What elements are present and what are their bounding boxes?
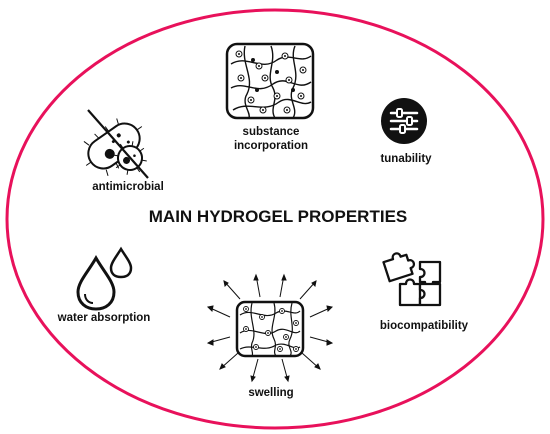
substance-incorporation-label-line2: incorporation [234, 140, 308, 152]
bacteria-crossed-icon [83, 109, 149, 179]
outer-ellipse [5, 8, 545, 430]
polymer-network-icon [225, 42, 315, 120]
puzzle-icon [382, 252, 442, 307]
antimicrobial-label: antimicrobial [92, 181, 164, 193]
water-drops-icon [76, 246, 133, 311]
water-absorption-group: water absorption [57, 246, 151, 324]
swelling-label: swelling [248, 387, 293, 399]
tunability-group: tunability [380, 98, 432, 165]
substance-incorporation-label-line1: substance [243, 126, 300, 138]
sliders-icon [381, 98, 427, 144]
swelling-network-icon [206, 273, 334, 383]
biocompatibility-group: biocompatibility [380, 252, 469, 332]
water-absorption-label: water absorption [57, 312, 151, 324]
antimicrobial-group: antimicrobial [83, 109, 164, 193]
biocompatibility-label: biocompatibility [380, 320, 469, 332]
tunability-label: tunability [380, 153, 432, 165]
swelling-group: swelling [206, 273, 334, 399]
substance-incorporation-group: substance incorporation [225, 42, 315, 152]
diagram-title: MAIN HYDROGEL PROPERTIES [149, 207, 408, 226]
